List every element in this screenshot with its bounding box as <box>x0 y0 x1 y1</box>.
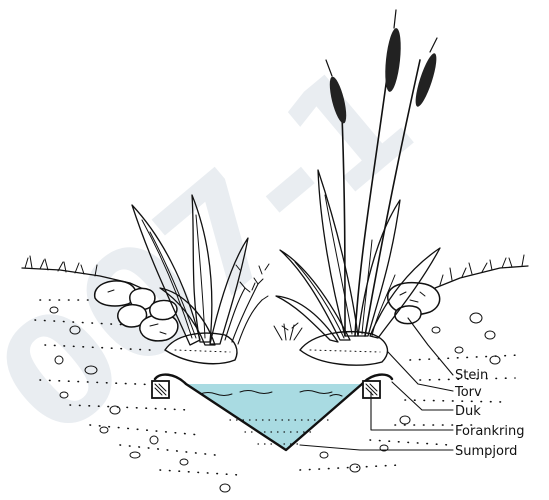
fern-tuft <box>274 323 302 340</box>
label-stein: Stein <box>455 368 488 383</box>
pond-water <box>186 384 362 450</box>
label-duk: Duk <box>455 404 481 419</box>
label-torv: Torv <box>454 385 482 400</box>
label-sumpjord: Sumpjord <box>455 444 517 459</box>
label-forankring: Forankring <box>455 424 525 439</box>
